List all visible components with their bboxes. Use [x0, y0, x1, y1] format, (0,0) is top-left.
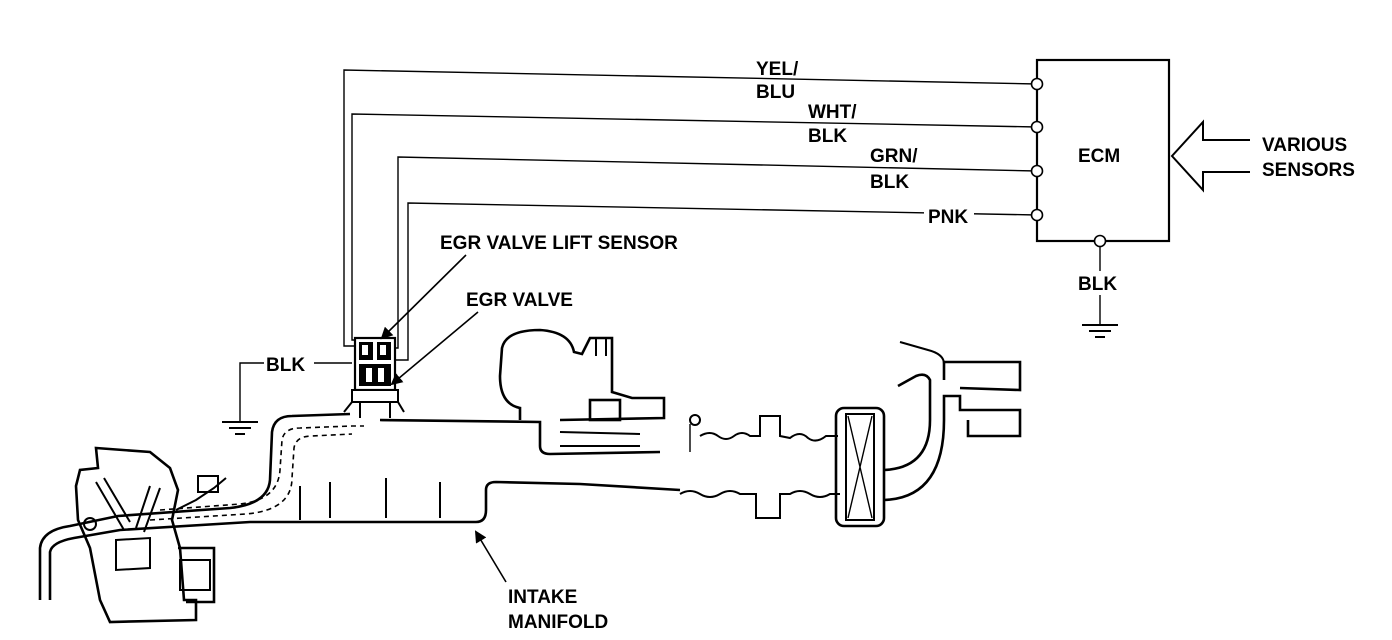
ecm-label: ECM — [1078, 146, 1120, 167]
egr-valve-assembly — [343, 336, 405, 418]
lift-sensor-pointer — [380, 254, 467, 340]
sensor-ground-label: BLK — [266, 355, 305, 376]
wire-label-grn-blk-2: BLK — [870, 172, 909, 193]
input-arrow-icon — [1170, 119, 1250, 193]
ecm-terminal-4 — [1030, 208, 1044, 222]
wire-label-yel-blu-2: BLU — [756, 82, 795, 103]
wire-label-wht-blk-2: BLK — [808, 126, 847, 147]
wire-yel-blu — [343, 69, 1038, 347]
various-sensors-label-1: VARIOUS — [1262, 135, 1347, 156]
wire-label-yel-blu-1: YEL/ — [756, 59, 799, 80]
wire-label-pnk: PNK — [928, 207, 968, 228]
intake-manifold-label-2: MANIFOLD — [508, 612, 608, 633]
intake-manifold — [38, 328, 1022, 624]
wire-pnk — [392, 202, 1038, 361]
ecm-box — [1030, 58, 1171, 248]
ecm-terminal-1 — [1030, 77, 1044, 91]
ecm-terminal-ground — [1093, 234, 1107, 248]
intake-manifold-label-1: INTAKE — [508, 587, 577, 608]
ecm-terminal-2 — [1030, 120, 1044, 134]
sensor-ground-symbol — [222, 362, 352, 435]
various-sensors-label-2: SENSORS — [1262, 160, 1355, 181]
lift-sensor-label: EGR VALVE LIFT SENSOR — [440, 233, 678, 254]
egr-valve-label: EGR VALVE — [466, 290, 573, 311]
ecm-ground-label: BLK — [1078, 274, 1117, 295]
wire-label-wht-blk-1: WHT/ — [808, 102, 857, 123]
intake-manifold-pointer — [474, 530, 507, 583]
egr-valve-pointer — [390, 311, 479, 386]
ecm-terminal-3 — [1030, 164, 1044, 178]
wire-label-grn-blk-1: GRN/ — [870, 146, 918, 167]
